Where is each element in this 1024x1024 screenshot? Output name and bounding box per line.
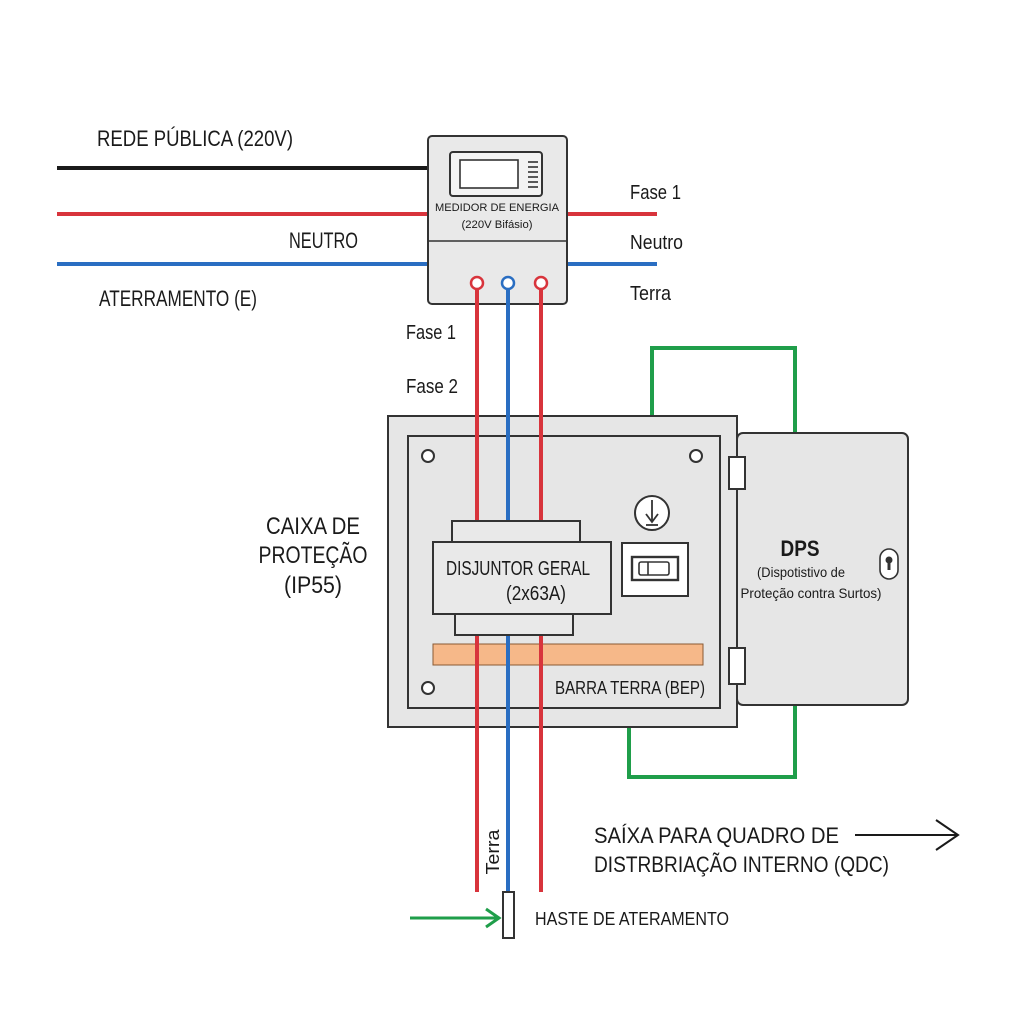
earth-arrow-icon (645, 500, 659, 526)
protection-box-label-2: PROTEÇÃO (259, 542, 368, 569)
surge-device (621, 495, 689, 597)
neutral-label-left: NEUTRO (289, 228, 358, 253)
meter-display-ticks (528, 161, 538, 188)
breaker-rating: (2x63A) (506, 583, 566, 605)
protection-box-label-3: (IP55) (284, 572, 342, 599)
earth-label-left: ATERRAMENTO (E) (99, 286, 257, 311)
output-label-line-2: DISTRBRIAÇÃO INTERNO (QDC) (594, 852, 889, 877)
ground-bar (432, 643, 704, 666)
phase-label-right: Fase 1 (630, 182, 681, 204)
breaker-name: DISJUNTOR GERAL (446, 558, 590, 580)
meter-subtitle: (220V Bifásio) (462, 219, 533, 231)
earth-wire-vertical-label: Terra (483, 828, 503, 874)
phase1-drop-label: Fase 1 (406, 322, 456, 344)
earth-label-right: Terra (630, 283, 672, 305)
dps-title: DPS (781, 536, 820, 561)
ground-rod-arrow-icon (410, 907, 502, 929)
network-label: REDE PÚBLICA (220V) (97, 126, 293, 151)
screw-bottom-left (421, 681, 435, 695)
ground-rod (502, 891, 515, 939)
neutral-label-right: Neutro (630, 232, 683, 254)
ground-bar-label: BARRA TERRA (BEP) (555, 678, 705, 698)
breaker-top-cap (451, 520, 581, 543)
ground-rod-label: HASTE DE ATERAMENTO (535, 909, 729, 929)
dps-door-panel (736, 432, 909, 706)
lock-icon (879, 548, 899, 580)
breaker-body (432, 541, 612, 615)
phase2-drop-label: Fase 2 (406, 376, 458, 398)
meter-title: MEDIDOR DE ENERGIA (435, 202, 560, 214)
protection-box-label-1: CAIXA DE (266, 513, 360, 540)
dps-desc-line-2: Proteção contra Surtos) (741, 585, 882, 601)
dps-door: DPS (Dispotistivo de Proteção contra Sur… (728, 432, 909, 706)
terminal-phase2 (533, 275, 549, 291)
screw-top-right (689, 449, 703, 463)
meter-display-screen (459, 159, 519, 189)
breaker-bottom-cap (454, 613, 574, 636)
main-breaker: DISJUNTOR GERAL (2x63A) (432, 520, 612, 636)
terminal-neutral (500, 275, 516, 291)
dps-desc-line-1: (Dispotistivo de (757, 564, 845, 580)
door-hinge-bottom (728, 647, 746, 685)
output-label-line-1: SAÍXA PARA QUADRO DE (594, 823, 839, 848)
energy-meter: MEDIDOR DE ENERGIA (220V Bifásio) (427, 135, 568, 305)
terminal-phase1 (469, 275, 485, 291)
surge-device-switch (638, 561, 670, 576)
screw-top-left (421, 449, 435, 463)
door-hinge-top (728, 456, 746, 490)
output-arrow-icon (855, 819, 960, 851)
